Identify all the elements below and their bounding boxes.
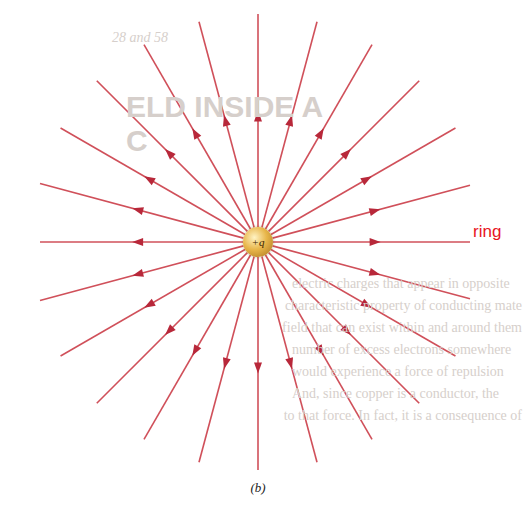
background-text: electric charges that appear in opposite [292, 276, 510, 292]
figure-label: (b) [250, 480, 265, 496]
note-text: ring [473, 222, 501, 242]
field-line [271, 128, 455, 235]
field-line [272, 185, 470, 238]
charge-label: +q [252, 236, 265, 248]
field-arrowhead [165, 149, 176, 160]
field-arrowhead [340, 149, 351, 160]
field-line [199, 256, 254, 462]
point-charge: +q [243, 227, 273, 257]
field-arrowhead [369, 268, 381, 276]
background-text: And, since copper is a conductor, the [292, 386, 499, 402]
field-arrowhead [223, 357, 231, 369]
field-arrowhead [192, 128, 201, 140]
field-line [144, 45, 251, 229]
background-heading: C [126, 124, 148, 158]
field-arrowhead [192, 344, 201, 356]
background-text: field that can exist within and around t… [282, 320, 522, 336]
background-text: 28 and 58 [112, 30, 168, 46]
background-text: to that force. In fact, it is a conseque… [284, 408, 522, 424]
field-arrowhead [132, 207, 144, 215]
field-line [61, 250, 245, 357]
background-text: number of excess electrons somewhere [292, 342, 511, 358]
field-line [266, 45, 373, 229]
field-arrowhead [315, 128, 324, 140]
field-arrowhead [144, 176, 156, 185]
field-line [40, 246, 244, 301]
field-line [40, 184, 244, 239]
field-arrowhead [144, 299, 156, 308]
background-text: characteristic property of conducting ma… [285, 298, 522, 314]
field-line [144, 255, 251, 439]
field-arrowhead [132, 269, 144, 277]
field-arrowhead [369, 208, 381, 216]
field-arrowhead [165, 324, 176, 335]
background-text: would experience a force of repulsion [292, 364, 504, 380]
field-arrowhead [360, 176, 372, 185]
field-arrowhead [370, 238, 381, 246]
field-line [61, 128, 245, 235]
field-line [262, 22, 317, 228]
field-arrowhead [132, 238, 143, 246]
field-line [199, 22, 254, 228]
field-arrowhead [285, 357, 293, 369]
field-arrowhead [254, 362, 262, 373]
background-heading: ELD INSIDE A [126, 90, 323, 124]
field-line [97, 253, 248, 404]
